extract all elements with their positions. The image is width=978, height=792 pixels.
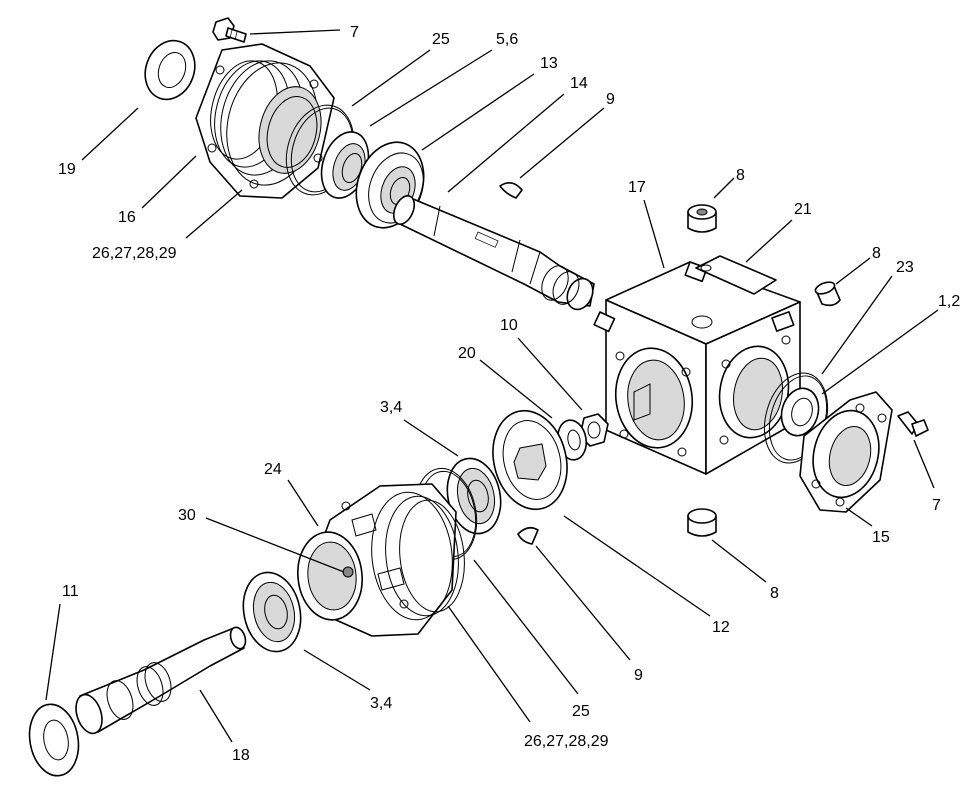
part-washer-19 <box>144 39 196 101</box>
part-plug-8-top <box>687 204 717 233</box>
part-gearbox-housing-17 <box>593 261 801 475</box>
part-plug-8-bottom <box>687 508 717 537</box>
callout-7-right: 7 <box>932 497 941 514</box>
callout-9-upper: 9 <box>606 91 615 108</box>
callout-17: 17 <box>628 179 646 196</box>
part-plug-8-right <box>814 281 841 307</box>
part-name-plate-21 <box>695 255 777 295</box>
callout-19: 19 <box>58 161 76 178</box>
callout-23: 23 <box>896 259 914 276</box>
callout-8-bottom: 8 <box>770 585 779 602</box>
callout-labels: 7 25 5,6 13 14 9 19 16 26,27,28,29 17 8 … <box>58 24 960 764</box>
callout-16: 16 <box>118 209 136 226</box>
callout-26-27-28-29-lower: 26,27,28,29 <box>524 733 609 750</box>
part-seal-1-2 <box>780 387 820 437</box>
callout-9-lower: 9 <box>634 667 643 684</box>
callout-15: 15 <box>872 529 890 546</box>
callout-25-upper: 25 <box>432 31 450 48</box>
callout-13: 13 <box>540 55 558 72</box>
callout-14: 14 <box>570 75 588 92</box>
part-carrier-housing-24 <box>297 483 465 637</box>
callout-26-27-28-29-upper: 26,27,28,29 <box>92 245 177 262</box>
callout-8-right: 8 <box>872 245 881 262</box>
part-end-cap-15 <box>799 391 893 513</box>
part-flange-housing-16 <box>195 43 335 199</box>
part-key-9-upper <box>499 182 523 199</box>
part-washer-11 <box>28 703 80 777</box>
callout-18: 18 <box>232 747 250 764</box>
callout-5-6: 5,6 <box>496 31 518 48</box>
leader-lines <box>45 29 939 743</box>
callout-20: 20 <box>458 345 476 362</box>
callout-3-4-upper: 3,4 <box>380 399 402 416</box>
part-key-9-lower <box>517 526 539 545</box>
part-bearing-5-6 <box>320 131 370 199</box>
callout-3-4-lower: 3,4 <box>370 695 392 712</box>
callout-25-lower: 25 <box>572 703 590 720</box>
callout-11: 11 <box>62 583 79 600</box>
callout-8-top: 8 <box>736 167 745 184</box>
part-bolt-7-right <box>897 411 929 437</box>
callout-21: 21 <box>794 201 812 218</box>
callout-24: 24 <box>264 461 282 478</box>
callout-12: 12 <box>712 619 730 636</box>
part-bolt-7-top <box>212 17 247 43</box>
part-shaft-18 <box>75 626 247 735</box>
part-shaft-14 <box>392 195 595 311</box>
callout-30: 30 <box>178 507 196 524</box>
callout-10: 10 <box>500 317 518 334</box>
callout-7-top: 7 <box>350 24 359 41</box>
callout-1-2: 1,2 <box>938 293 960 310</box>
part-bevel-gear-12 <box>492 409 568 511</box>
part-bearing-3-4-lower <box>242 571 302 653</box>
